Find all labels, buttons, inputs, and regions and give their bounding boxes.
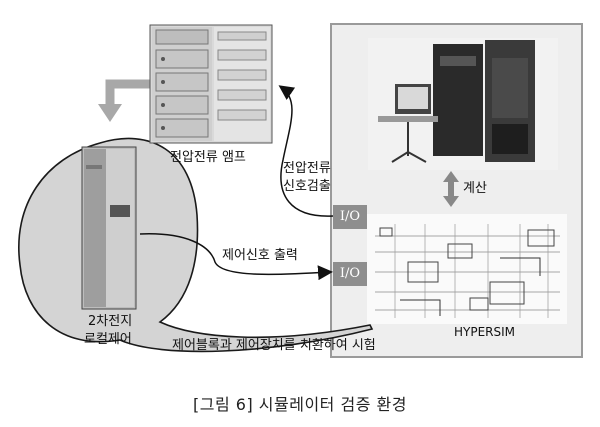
simulator-hardware-photo <box>368 38 558 170</box>
io-box-top: I/O <box>333 205 367 229</box>
battery-label-line2: 로컬제어 <box>84 332 132 347</box>
battery-cabinet-photo <box>81 146 137 310</box>
detect-label-line1: 전압전류 <box>283 161 331 176</box>
compute-double-arrow <box>443 171 459 207</box>
compute-label: 계산 <box>463 181 487 196</box>
amp-to-battery-arrow <box>105 79 150 105</box>
detect-signal-arrow <box>278 85 334 217</box>
replace-test-label: 제어블록과 제어장치를 치환하여 시험 <box>172 338 376 353</box>
hypersim-label: HYPERSIM <box>454 325 516 339</box>
hypersim-schematic <box>367 214 567 324</box>
figure-caption: [그림 6] 시뮬레이터 검증 환경 <box>193 395 407 414</box>
detect-label-line2: 신호검출 <box>283 179 331 194</box>
io-box-bottom: I/O <box>333 262 367 286</box>
amp-to-battery-arrowhead <box>98 104 122 122</box>
battery-label-line1: 2차전지 <box>88 314 133 329</box>
amp-label: 전압전류 앰프 <box>170 150 246 165</box>
amp-rack-photo <box>149 24 273 144</box>
control-output-arrow <box>139 233 333 281</box>
control-output-label: 제어신호 출력 <box>222 248 298 263</box>
